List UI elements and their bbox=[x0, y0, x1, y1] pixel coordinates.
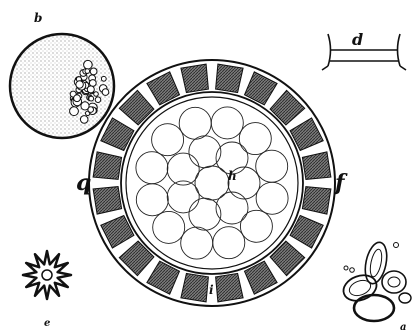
figure-b-cell bbox=[10, 34, 114, 138]
label-i: i bbox=[209, 283, 214, 297]
outer-segment bbox=[216, 273, 244, 302]
label-d: d bbox=[352, 30, 363, 49]
outer-segment bbox=[93, 152, 122, 180]
figure-a-spore-cluster bbox=[340, 240, 411, 321]
label-b: b bbox=[34, 11, 42, 25]
outer-segment bbox=[181, 64, 209, 93]
outer-segment bbox=[302, 187, 331, 215]
label-f: f bbox=[333, 170, 348, 196]
main-cross-section bbox=[89, 60, 335, 306]
figure-e-star-cell bbox=[23, 251, 71, 299]
label-e: e bbox=[44, 318, 50, 329]
outer-segment bbox=[181, 273, 209, 302]
label-h: h bbox=[228, 169, 237, 183]
outer-segment bbox=[93, 187, 122, 215]
outer-segment bbox=[302, 152, 331, 180]
figure-d-spool bbox=[322, 34, 406, 70]
label-a: a bbox=[400, 322, 406, 333]
outer-segment bbox=[216, 64, 244, 93]
label-q: q bbox=[76, 170, 91, 196]
